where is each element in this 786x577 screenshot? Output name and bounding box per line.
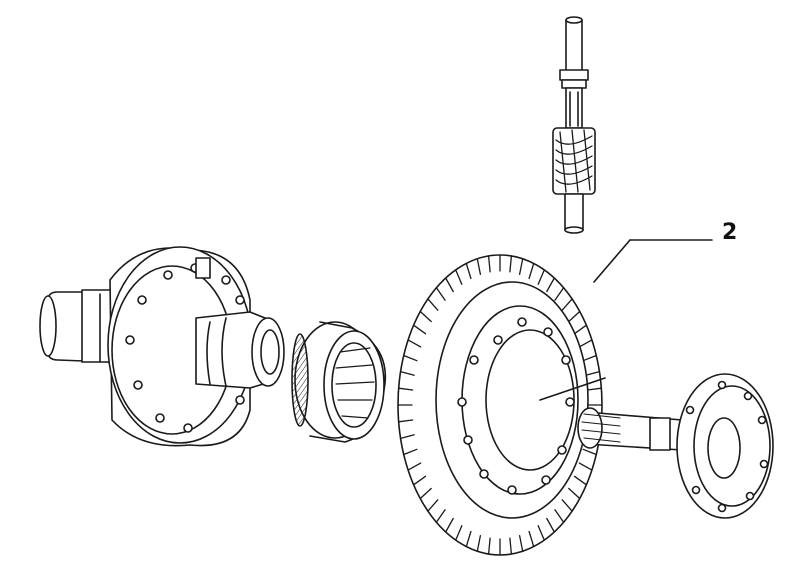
differential-housing bbox=[39, 246, 285, 447]
gear-tooth bbox=[518, 258, 524, 276]
gear-tooth bbox=[455, 525, 463, 541]
gear-tooth bbox=[407, 339, 422, 348]
gear-tooth bbox=[465, 530, 472, 548]
callout-leader bbox=[593, 239, 713, 283]
gear-tooth bbox=[561, 499, 573, 512]
gear-tooth bbox=[412, 475, 427, 486]
gear-tooth bbox=[445, 277, 454, 293]
gear-tooth bbox=[561, 298, 573, 311]
gear-tooth bbox=[412, 324, 427, 335]
gear-tooth bbox=[578, 339, 593, 348]
gear-tooth bbox=[546, 277, 555, 293]
callout-label-2: 2 bbox=[722, 220, 738, 245]
gear-tooth bbox=[465, 262, 472, 280]
crown-ring-gear bbox=[397, 254, 606, 556]
gear-tooth bbox=[554, 287, 565, 301]
gear-tooth bbox=[578, 462, 593, 471]
pinion-shaft bbox=[552, 16, 596, 234]
gear-tooth bbox=[582, 448, 597, 456]
gear-tooth bbox=[487, 255, 491, 273]
gear-tooth bbox=[585, 370, 601, 376]
gear-tooth bbox=[435, 287, 446, 301]
gear-tooth bbox=[419, 487, 432, 500]
gear-tooth bbox=[419, 310, 432, 323]
gear-tooth bbox=[509, 255, 513, 273]
gear-tooth bbox=[487, 537, 491, 555]
gear-tooth bbox=[537, 525, 545, 541]
gear-tooth bbox=[427, 499, 439, 512]
bearing bbox=[291, 321, 387, 443]
gear-tooth bbox=[397, 419, 414, 423]
gear-tooth bbox=[568, 310, 581, 323]
gear-tooth bbox=[568, 487, 581, 500]
gear-tooth bbox=[407, 462, 422, 471]
gear-tooth bbox=[518, 534, 524, 552]
gear-tooth bbox=[476, 258, 482, 276]
gear-tooth bbox=[397, 387, 414, 391]
gear-tooth bbox=[509, 537, 513, 555]
gear-tooth bbox=[573, 475, 588, 486]
gear-tooth bbox=[537, 269, 545, 285]
gear-tooth bbox=[476, 534, 482, 552]
gear-tooth bbox=[399, 434, 415, 440]
gear-tooth bbox=[528, 530, 535, 548]
gear-tooth bbox=[435, 509, 446, 523]
gear-tooth bbox=[554, 509, 565, 523]
gear-tooth bbox=[403, 448, 418, 456]
gear-tooth bbox=[528, 262, 535, 280]
gear-tooth bbox=[403, 354, 418, 362]
gear-tooth bbox=[445, 517, 454, 533]
gear-tooth bbox=[582, 354, 597, 362]
side-flange-shaft bbox=[577, 373, 774, 519]
gear-tooth bbox=[546, 517, 555, 533]
gear-tooth bbox=[586, 387, 603, 391]
gear-tooth bbox=[427, 298, 439, 311]
gear-tooth bbox=[455, 269, 463, 285]
gear-tooth bbox=[573, 324, 588, 335]
gear-tooth bbox=[399, 370, 415, 376]
